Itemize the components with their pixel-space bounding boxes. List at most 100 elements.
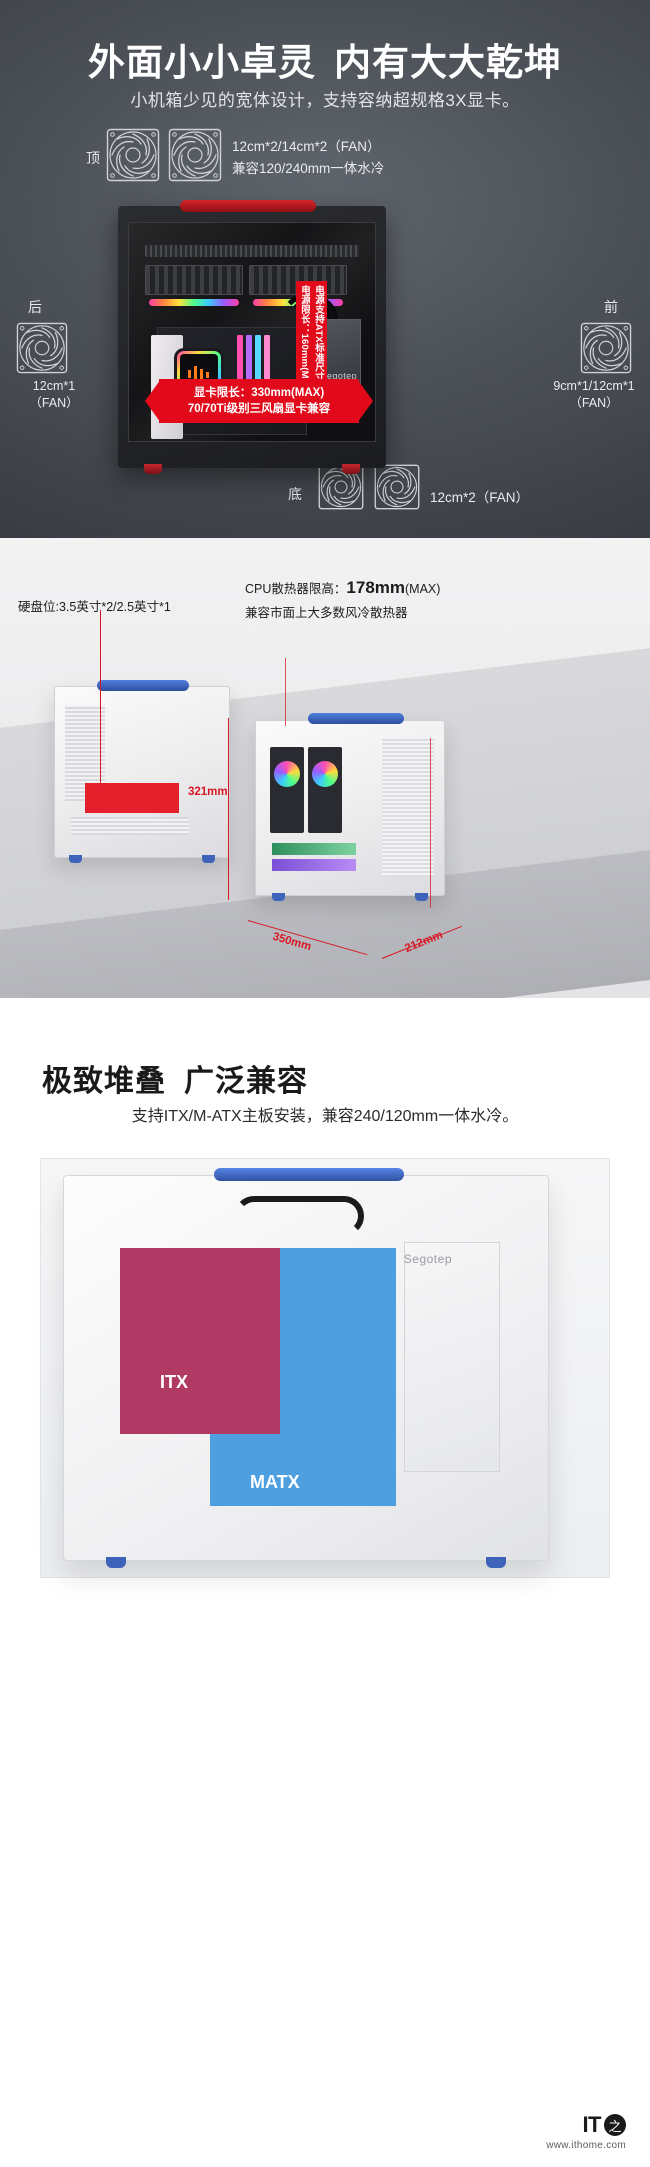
- case-handle-blue-left: [97, 680, 189, 691]
- coolant-tube-large: [234, 1196, 364, 1236]
- site-footer: IT 之 www.ithome.com: [546, 2112, 626, 2151]
- psu-length-banner: 电源限长：160mm(MAX): [296, 281, 313, 400]
- dim-label-height: 321mm: [188, 786, 228, 798]
- bottom-fan-group: [318, 464, 420, 510]
- cpu-cooler-height-prefix: CPU散热器限高：: [245, 582, 347, 596]
- position-label-rear: 后: [28, 299, 42, 315]
- case-handle-blue-large: [214, 1168, 404, 1181]
- front-fan-slot-1: [270, 747, 304, 833]
- case-foot-left: [144, 464, 162, 474]
- dim-line-height: [228, 718, 229, 900]
- case-foot-right-2: [415, 893, 428, 901]
- cpu-cooler-height-suffix: (MAX): [405, 582, 441, 596]
- storage-bay-note: 硬盘位:3.5英寸*2/2.5英寸*1: [18, 600, 171, 614]
- case-top-vent: [145, 245, 359, 257]
- gpu-length-line1: 显卡限长：330mm(MAX): [193, 387, 325, 399]
- front-fan-spec-line2: （FAN）: [569, 396, 619, 410]
- case-foot-left-2: [272, 893, 285, 901]
- fan-icon: [580, 322, 632, 374]
- arrow-tip-right: [357, 379, 373, 423]
- gpu-banner-text: 显卡限长：330mm(MAX) 70/70Ti级别三风扇显卡兼容: [145, 379, 373, 423]
- cpu-cooler-height-value: 178mm: [346, 578, 406, 597]
- front-fan-group: [580, 322, 632, 379]
- leader-line-cpu-cooler: [285, 658, 286, 726]
- case-foot-large-right: [486, 1557, 506, 1568]
- gpu-length-banner: 显卡限长：330mm(MAX) 70/70Ti级别三风扇显卡兼容: [145, 379, 373, 423]
- dim-guide-right: [430, 738, 431, 908]
- leader-line-storage: [100, 610, 101, 786]
- rgb-strip-left: [149, 299, 239, 306]
- position-label-front: 前: [604, 299, 618, 315]
- fan-icon: [106, 128, 160, 182]
- case-foot-large-left: [106, 1557, 126, 1568]
- rear-fan-spec-line2: （FAN）: [29, 396, 79, 410]
- top-fan-spec-line2: 兼容120/240mm一体水冷: [232, 161, 385, 176]
- section3-title: 极致堆叠广泛兼容: [42, 1056, 308, 1100]
- radiator-left: [145, 265, 243, 295]
- section3-subtitle: 支持ITX/M-ATX主板安装，兼容240/120mm一体水冷。: [131, 1108, 519, 1125]
- psu-brand-label: Segotep: [320, 371, 357, 381]
- page-title: 外面小小卓灵内有大大乾坤: [0, 32, 650, 86]
- footer-url: www.ithome.com: [546, 2140, 626, 2151]
- section-dimensions: 硬盘位:3.5英寸*2/2.5英寸*1 CPU散热器限高：178mm(MAX) …: [0, 538, 650, 998]
- psu-bay: [404, 1242, 500, 1472]
- cpu-cooler-height-line2: 兼容市面上大多数风冷散热器: [245, 606, 408, 620]
- rear-fan-group: [16, 322, 68, 379]
- arrow-tip-left: [145, 379, 161, 423]
- cpu-cooler-height-line1: CPU散热器限高：178mm(MAX): [245, 576, 440, 601]
- front-fan-spec-line1: 9cm*1/12cm*1: [553, 379, 635, 393]
- pc-case-icon-large: ITX MATX Segotep: [63, 1168, 549, 1568]
- pc-case-icon: Segotep 电源限长：160mm(MAX) 电源支持ATX标准尺寸 显卡限长…: [118, 200, 386, 474]
- side-mesh-panel: [382, 739, 434, 877]
- fan-icon: [374, 464, 420, 510]
- pc-case-open-left: [54, 680, 230, 863]
- front-fan-spec: 9cm*1/12cm*1 （FAN）: [542, 378, 646, 412]
- case-foot-left: [69, 855, 82, 863]
- section-compatibility: 极致堆叠广泛兼容 支持ITX/M-ATX主板安装，兼容240/120mm一体水冷…: [0, 998, 650, 2167]
- ithome-logo: IT 之: [546, 2112, 626, 2138]
- psu-standard-line2: 电源支持ATX标准尺寸: [313, 285, 324, 382]
- case-handle-blue-right: [308, 713, 404, 724]
- case-top-handle: [180, 200, 316, 212]
- page-title-left: 外面小小卓灵: [88, 42, 316, 83]
- position-label-top: 顶: [86, 150, 100, 166]
- page-title-right: 内有大大乾坤: [334, 42, 562, 83]
- psu-standard-banner: 电源支持ATX标准尺寸: [310, 281, 327, 386]
- logo-text: IT: [582, 2112, 601, 2137]
- itx-label: ITX: [160, 1372, 189, 1392]
- itx-board-area: [120, 1248, 280, 1434]
- page-subtitle: 小机箱少见的宽体设计，支持容纳超规格3X显卡。: [130, 91, 520, 110]
- matx-label: MATX: [250, 1472, 300, 1492]
- case-foot-right: [202, 855, 215, 863]
- section3-title-left: 极致堆叠: [42, 1065, 166, 1098]
- psu-length-line1: 电源限长：160mm(MAX): [299, 285, 310, 396]
- fan-icon: [318, 464, 364, 510]
- section-hero-fan-layout: 外面小小卓灵内有大大乾坤 小机箱少见的宽体设计，支持容纳超规格3X显卡。 顶: [0, 0, 650, 538]
- ram-sticks: [237, 335, 270, 409]
- gpu-card-2: [272, 859, 356, 871]
- gpu-length-line2: 70/70Ti级别三风扇显卡兼容: [187, 403, 331, 415]
- bottom-fan-spec-line1: 12cm*2（FAN）: [430, 490, 530, 505]
- gpu-card-1: [272, 843, 356, 855]
- cpu-cooler-height-note: CPU散热器限高：178mm(MAX) 兼容市面上大多数风冷散热器: [245, 576, 440, 625]
- compatibility-illustration: ITX MATX Segotep: [40, 1158, 610, 1578]
- front-fan-slot-2: [308, 747, 342, 833]
- top-fan-group: [106, 128, 222, 182]
- top-fan-spec: 12cm*2/14cm*2（FAN） 兼容120/240mm一体水冷: [232, 136, 384, 180]
- rgb-fan-2: [312, 761, 338, 787]
- logo-mark-icon: 之: [604, 2114, 626, 2136]
- rgb-fan-1: [274, 761, 300, 787]
- pc-case-open-right: [255, 713, 445, 901]
- fan-icon: [168, 128, 222, 182]
- case-foot-right: [342, 464, 360, 474]
- case-brand-label: Segotep: [403, 1252, 452, 1266]
- rear-fan-spec: 12cm*1 （FAN）: [12, 378, 96, 412]
- case-glass-panel: Segotep 电源限长：160mm(MAX) 电源支持ATX标准尺寸 显卡限长…: [128, 222, 376, 442]
- arrow-bar: [159, 379, 359, 423]
- fan-icon: [16, 322, 68, 374]
- position-label-bottom: 底: [288, 486, 302, 502]
- case-bottom-vent: [71, 817, 189, 835]
- rear-fan-spec-line1: 12cm*1: [32, 379, 76, 393]
- hdd-tray-highlight: [85, 783, 179, 813]
